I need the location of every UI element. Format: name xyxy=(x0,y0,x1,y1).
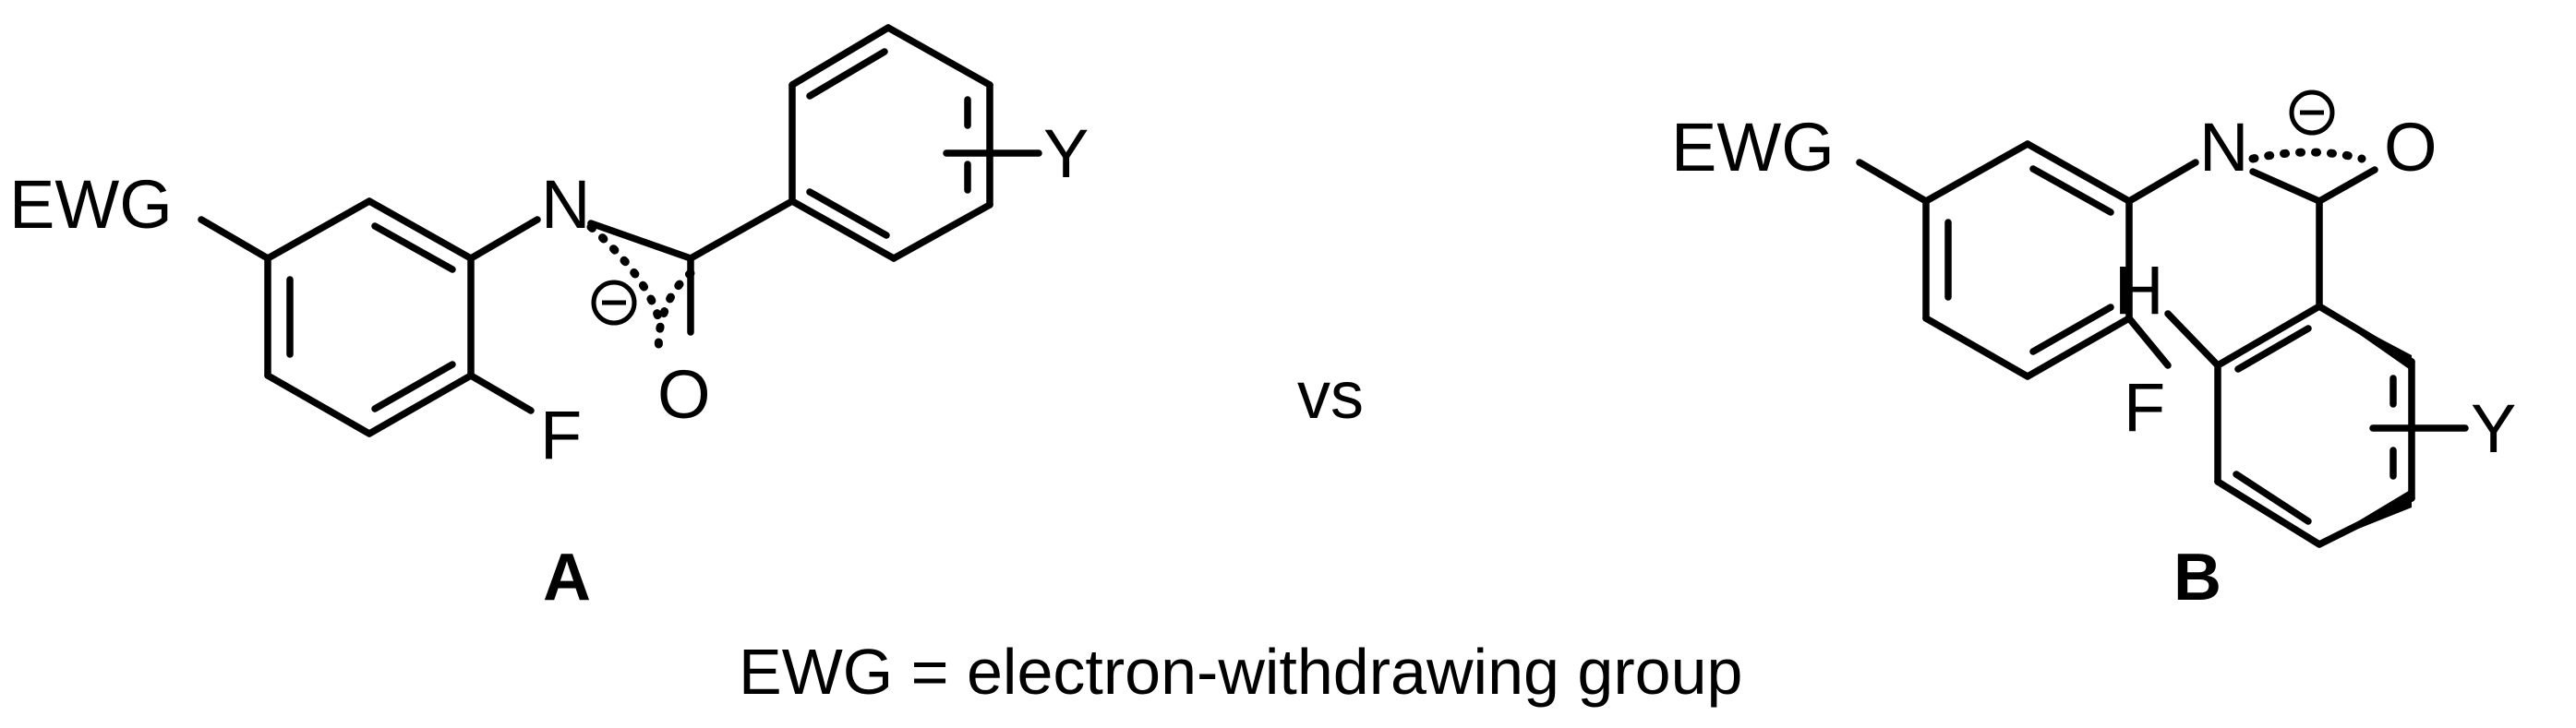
structure-b-h-bond xyxy=(2164,310,2221,369)
structure-a-negative-charge-icon xyxy=(591,280,637,326)
structure-b-n-label: N xyxy=(2199,109,2248,185)
structure-b-f-label: F xyxy=(2124,369,2165,446)
structure-b-wedge-bottom xyxy=(2319,489,2412,544)
structure-a-label: A xyxy=(543,541,591,615)
footnote: EWG = electron-withdrawing group xyxy=(739,636,1742,708)
structure-a-aniline-ring xyxy=(264,197,475,437)
structure-a-y-label: Y xyxy=(1043,115,1089,192)
structure-a-ewg-bond xyxy=(198,216,271,262)
structure-a-f-bond xyxy=(467,372,535,414)
structure-b-label: B xyxy=(2173,541,2221,615)
structure-a: EWG N O F Y A xyxy=(9,24,1089,615)
structure-b: EWG N O H F Y B xyxy=(1671,90,2516,615)
structure-a-o-label: O xyxy=(657,356,711,433)
structure-b-n-bond xyxy=(2125,159,2199,205)
structure-b-ewg-bond xyxy=(1856,159,1930,205)
structure-b-y-label: Y xyxy=(2471,390,2516,467)
structure-b-ewg-label: EWG xyxy=(1671,109,1835,185)
structure-a-ewg-label: EWG xyxy=(9,166,173,243)
structure-a-n-label: N xyxy=(541,166,590,243)
comparison-word: vs xyxy=(1297,359,1364,433)
structure-b-negative-charge-icon xyxy=(2289,90,2335,136)
structure-a-n-bond xyxy=(467,216,541,262)
structure-a-f-label: F xyxy=(540,397,582,473)
structure-b-amide xyxy=(2248,148,2378,310)
structure-a-benzoyl-ring xyxy=(788,24,993,262)
structure-b-o-label: O xyxy=(2384,109,2438,185)
structure-b-wedge-top xyxy=(2319,306,2412,371)
structure-a-amide xyxy=(586,197,796,353)
structure-b-h-label: H xyxy=(2114,252,2163,328)
structure-b-f-bond xyxy=(2125,315,2172,369)
structure-b-aniline-ring xyxy=(1922,140,2133,380)
